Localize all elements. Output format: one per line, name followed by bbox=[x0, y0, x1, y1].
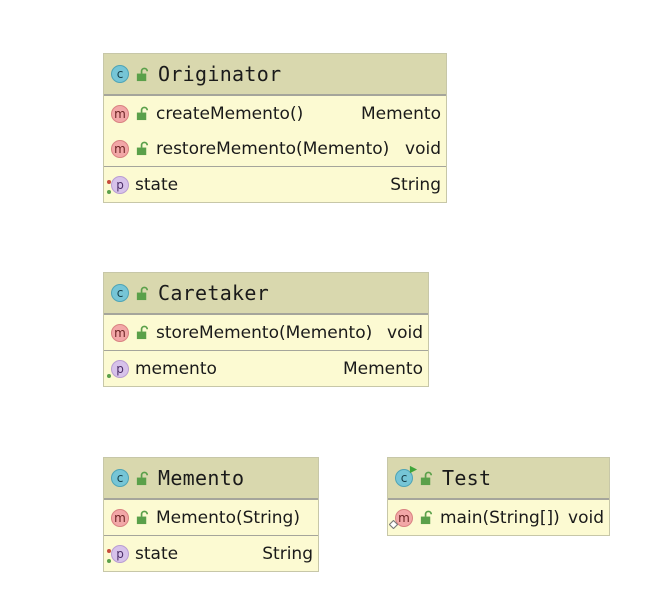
public-accessor-dot-icon bbox=[107, 189, 111, 194]
class-caretaker[interactable]: c Caretaker m storeMemento(Memento) void… bbox=[103, 272, 429, 387]
field-row[interactable]: p state String bbox=[104, 536, 318, 571]
return-type: void bbox=[568, 507, 604, 528]
public-accessor-dot-icon bbox=[107, 373, 111, 378]
return-type: void bbox=[405, 138, 441, 159]
private-field-dot-icon bbox=[107, 548, 111, 553]
property-icon: p bbox=[107, 544, 129, 563]
method-name: createMemento() bbox=[156, 103, 304, 124]
property-icon: p bbox=[107, 359, 129, 378]
public-lock-icon bbox=[136, 67, 149, 81]
property-letter: p bbox=[116, 546, 124, 561]
public-lock-icon bbox=[136, 471, 149, 485]
class-icon: c bbox=[395, 465, 418, 487]
methods-section: m Memento(String) bbox=[104, 500, 318, 536]
public-lock-icon bbox=[136, 286, 149, 300]
class-header: c Originator bbox=[104, 54, 446, 96]
method-icon: m bbox=[111, 139, 129, 158]
class-header: c Test bbox=[388, 458, 609, 500]
methods-section: m main(String[]) void bbox=[388, 500, 609, 535]
private-field-dot-icon bbox=[107, 179, 111, 184]
public-lock-icon bbox=[420, 510, 433, 525]
methods-section: m storeMemento(Memento) void bbox=[104, 315, 428, 351]
fields-section: p memento Memento bbox=[104, 351, 428, 386]
return-type: void bbox=[387, 322, 423, 343]
public-lock-icon bbox=[136, 325, 149, 340]
method-icon: m bbox=[111, 508, 129, 527]
field-name: memento bbox=[135, 358, 217, 379]
fields-section: p state String bbox=[104, 536, 318, 571]
class-icon: c bbox=[111, 469, 129, 487]
method-name: Memento(String) bbox=[156, 507, 300, 528]
field-type: Memento bbox=[343, 358, 423, 379]
method-icon: m bbox=[111, 323, 129, 342]
property-letter: p bbox=[116, 361, 124, 376]
method-letter: m bbox=[398, 510, 410, 525]
method-row[interactable]: m restoreMemento(Memento) void bbox=[104, 131, 446, 166]
method-row[interactable]: m main(String[]) void bbox=[388, 500, 609, 535]
class-originator[interactable]: c Originator m createMemento() Memento m… bbox=[103, 53, 447, 203]
method-row[interactable]: m createMemento() Memento bbox=[104, 96, 446, 131]
class-name: Originator bbox=[158, 62, 282, 86]
class-icon: c bbox=[111, 65, 129, 83]
method-name: restoreMemento(Memento) bbox=[156, 138, 390, 159]
static-diamond-icon bbox=[389, 519, 398, 529]
class-test[interactable]: c Test m main(String[]) void bbox=[387, 457, 610, 536]
methods-section: m createMemento() Memento m restoreMemen… bbox=[104, 96, 446, 167]
method-icon: m bbox=[111, 104, 129, 123]
public-lock-icon bbox=[136, 510, 149, 525]
class-memento[interactable]: c Memento m Memento(String) p state Stri… bbox=[103, 457, 319, 572]
public-accessor-dot-icon bbox=[107, 558, 111, 563]
field-name: state bbox=[135, 543, 179, 564]
class-name: Caretaker bbox=[158, 281, 270, 305]
public-lock-icon bbox=[420, 471, 433, 485]
field-row[interactable]: p memento Memento bbox=[104, 351, 428, 386]
public-lock-icon bbox=[136, 106, 149, 121]
field-type: String bbox=[390, 174, 441, 195]
class-icon: c bbox=[111, 284, 129, 302]
class-header: c Memento bbox=[104, 458, 318, 500]
constructor-row[interactable]: m Memento(String) bbox=[104, 500, 318, 535]
field-row[interactable]: p state String bbox=[104, 167, 446, 202]
run-arrow-icon bbox=[409, 465, 418, 474]
return-type: Memento bbox=[361, 103, 441, 124]
method-row[interactable]: m storeMemento(Memento) void bbox=[104, 315, 428, 350]
property-icon: p bbox=[107, 175, 129, 194]
fields-section: p state String bbox=[104, 167, 446, 202]
property-letter: p bbox=[116, 177, 124, 192]
class-letter: c bbox=[400, 471, 408, 485]
public-lock-icon bbox=[136, 141, 149, 156]
field-type: String bbox=[262, 543, 313, 564]
method-icon: m bbox=[389, 508, 413, 529]
class-name: Memento bbox=[158, 466, 245, 490]
class-name: Test bbox=[442, 466, 492, 490]
method-name: main(String[]) bbox=[440, 507, 560, 528]
class-header: c Caretaker bbox=[104, 273, 428, 315]
method-name: storeMemento(Memento) bbox=[156, 322, 373, 343]
field-name: state bbox=[135, 174, 179, 195]
